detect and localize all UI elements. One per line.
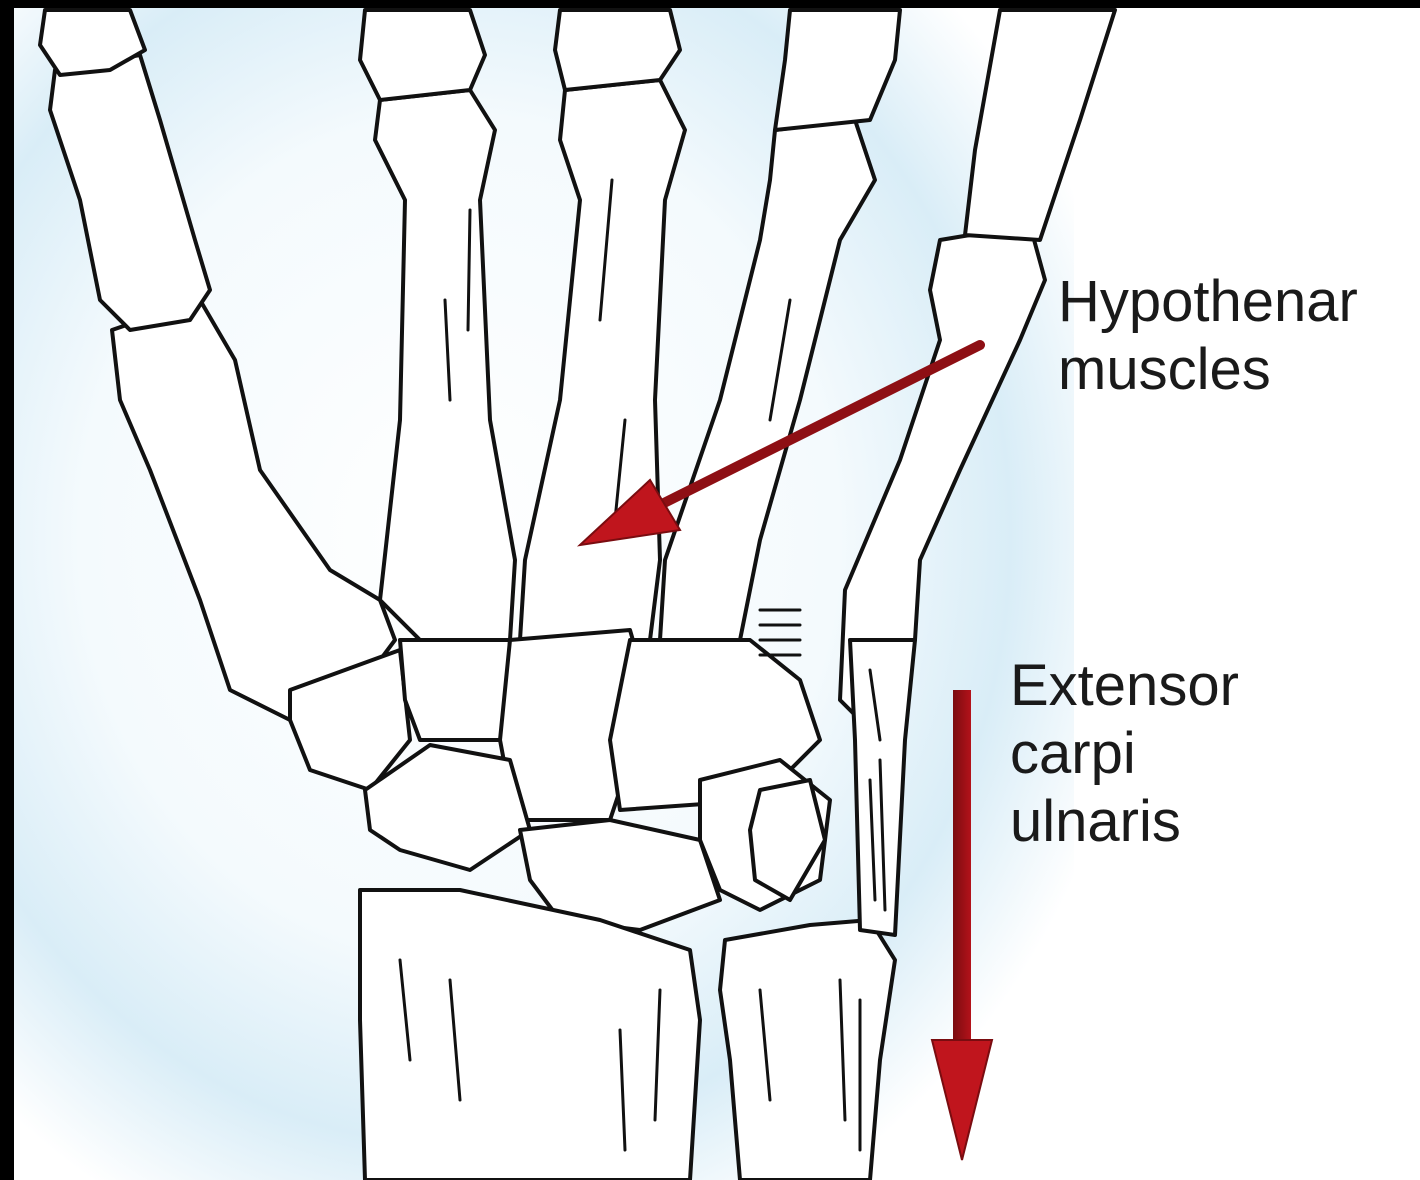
hypothenar-label-line-2: muscles (1058, 336, 1358, 404)
extensor-carpi-ulnaris-label: Extensor carpi ulnaris (1010, 652, 1239, 856)
extensor-label-line-1: Extensor (1010, 652, 1239, 720)
ulna (720, 920, 895, 1180)
extensor-label-line-3: ulnaris (1010, 788, 1239, 856)
index-proximal-phalanx (360, 10, 485, 100)
hypothenar-muscles-label: Hypothenar muscles (1058, 268, 1358, 404)
hypothenar-label-line-1: Hypothenar (1058, 268, 1358, 336)
extensor-label-line-2: carpi (1010, 720, 1239, 788)
middle-proximal-phalanx (555, 10, 680, 90)
trapezoid (400, 640, 510, 740)
